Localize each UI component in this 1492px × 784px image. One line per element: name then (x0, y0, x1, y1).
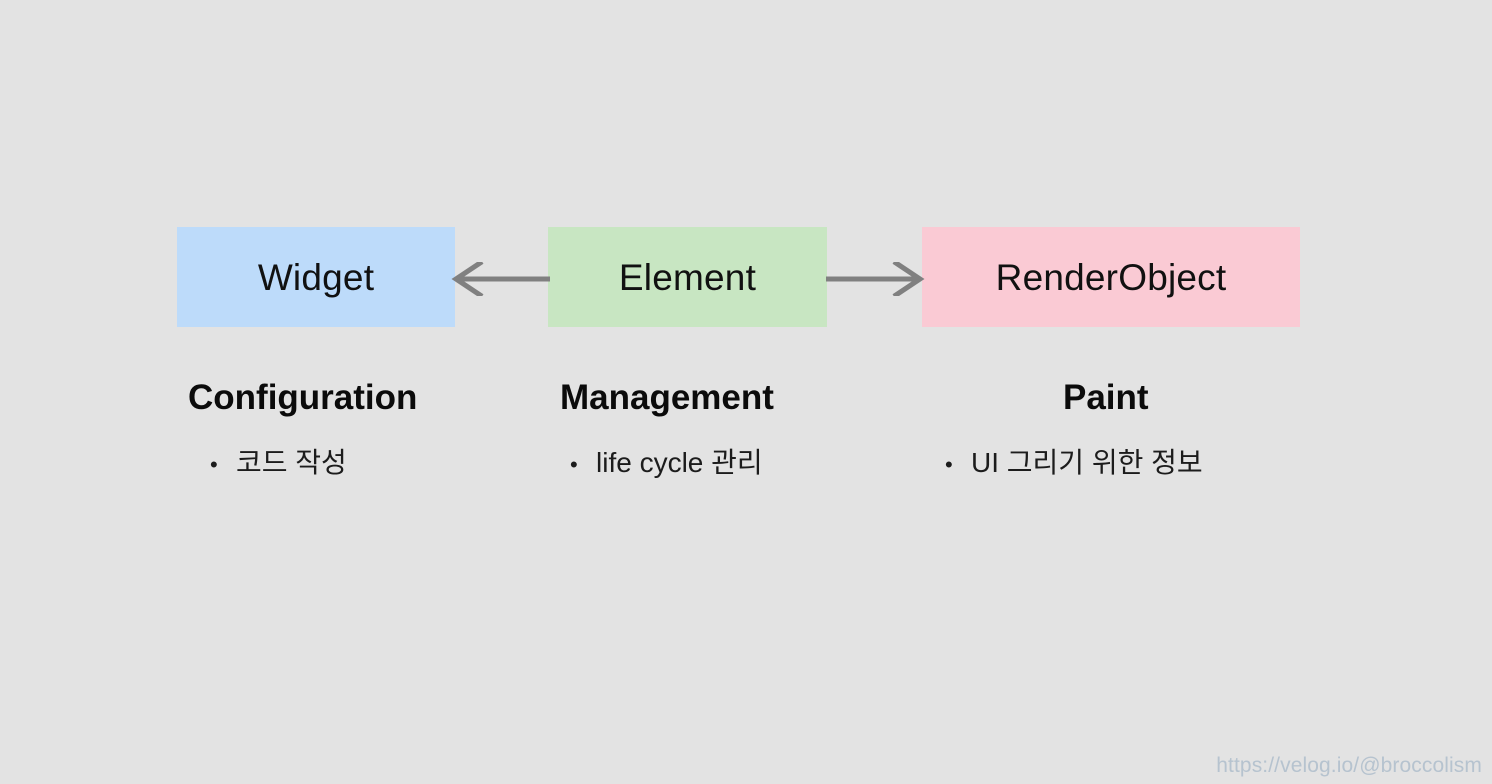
node-widget: Widget (177, 227, 455, 327)
node-element-label: Element (618, 256, 757, 298)
bullet-icon: • (210, 451, 218, 477)
column-paint: Paint • UI 그리기 위한 정보 (945, 378, 1203, 479)
column-paint-heading: Paint (1063, 378, 1149, 417)
node-element: Element (548, 227, 827, 327)
node-renderobject-label: RenderObject (995, 256, 1227, 298)
column-management-heading: Management (560, 378, 774, 417)
list-item: • 코드 작성 (210, 446, 417, 480)
bullet-icon: • (570, 451, 578, 477)
column-configuration: Configuration • 코드 작성 (188, 378, 417, 479)
arrow-left-icon (450, 262, 550, 296)
arrow-left-glyph (451, 262, 550, 296)
column-management: Management • life cycle 관리 (560, 378, 774, 479)
arrow-right-icon (826, 262, 926, 296)
arrow-right-glyph (826, 262, 925, 296)
column-paint-list: • UI 그리기 위한 정보 (945, 446, 1203, 480)
column-management-list: • life cycle 관리 (570, 446, 774, 480)
bullet-icon: • (945, 451, 953, 477)
list-item-text: life cycle 관리 (596, 446, 763, 478)
list-item: • life cycle 관리 (570, 446, 774, 480)
column-configuration-heading: Configuration (188, 378, 418, 417)
node-widget-label: Widget (257, 256, 375, 298)
list-item: • UI 그리기 위한 정보 (945, 446, 1203, 480)
column-configuration-list: • 코드 작성 (210, 446, 417, 480)
node-renderobject: RenderObject (922, 227, 1300, 327)
watermark-url: https://velog.io/@broccolism (1216, 754, 1482, 777)
list-item-text: UI 그리기 위한 정보 (971, 446, 1203, 478)
list-item-text: 코드 작성 (236, 446, 347, 478)
